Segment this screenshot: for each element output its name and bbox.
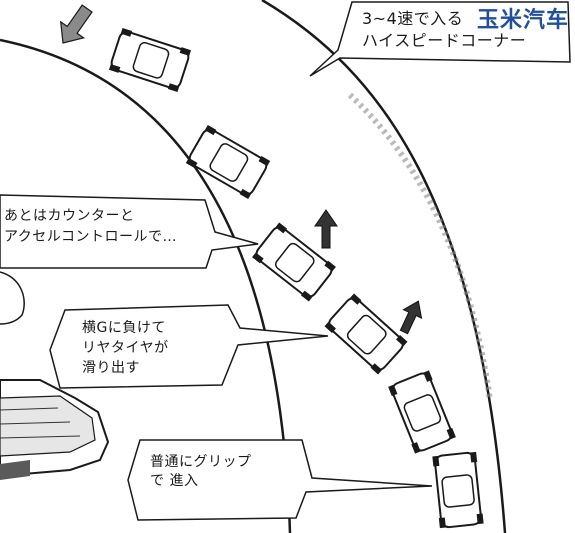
car-icon (0, 379, 110, 480)
bubble-bottom-text: 普通にグリップ で 進入 (150, 453, 252, 491)
bubble-left-text: あとはカウンターと アクセルコントロールで… (4, 206, 177, 248)
bubble-bottom-line-1: 普通にグリップ (150, 454, 252, 470)
bubble-mid-line-1: 横Gに負けて (82, 320, 166, 336)
bubble-bottom-line-2: で 進入 (150, 473, 199, 489)
bubble-top-line-1: 3~4速で入る (362, 9, 464, 28)
bubble-mid-line-2: リヤタイヤが (82, 340, 169, 356)
bubble-top-text: 3~4速で入る ハイスピードコーナー (362, 8, 526, 52)
direction-arrow-icon (399, 300, 423, 335)
road-shading (347, 92, 493, 401)
bubble-left-line-1: あとはカウンターと (4, 208, 135, 224)
car-icon (108, 27, 192, 93)
bubble-top-shape (309, 1, 571, 77)
bubble-left-line-2: アクセルコントロールで… (4, 229, 178, 245)
bubble-mid-line-3: 滑り出す (82, 360, 140, 376)
car-icon (185, 124, 271, 200)
car-icon (252, 222, 336, 302)
bubble-top-line-2: ハイスピードコーナー (362, 31, 527, 50)
car-icon (432, 451, 484, 529)
car-icon (388, 370, 456, 454)
direction-arrow-icon (59, 4, 93, 44)
bubble-mid-shape (49, 304, 329, 389)
bubble-mid-text: 横Gに負けて リヤタイヤが 滑り出す (82, 318, 169, 378)
bubble-bottom-shape (127, 439, 433, 521)
road-outer-edge (261, 0, 507, 533)
car-icon (324, 293, 408, 375)
bubble-left-shape (0, 194, 259, 269)
direction-arrow-icon (314, 209, 338, 249)
partial-wheel-shape (0, 271, 25, 325)
watermark-logo: 玉米汽车 (476, 7, 569, 33)
road-inner-edge (0, 38, 292, 533)
